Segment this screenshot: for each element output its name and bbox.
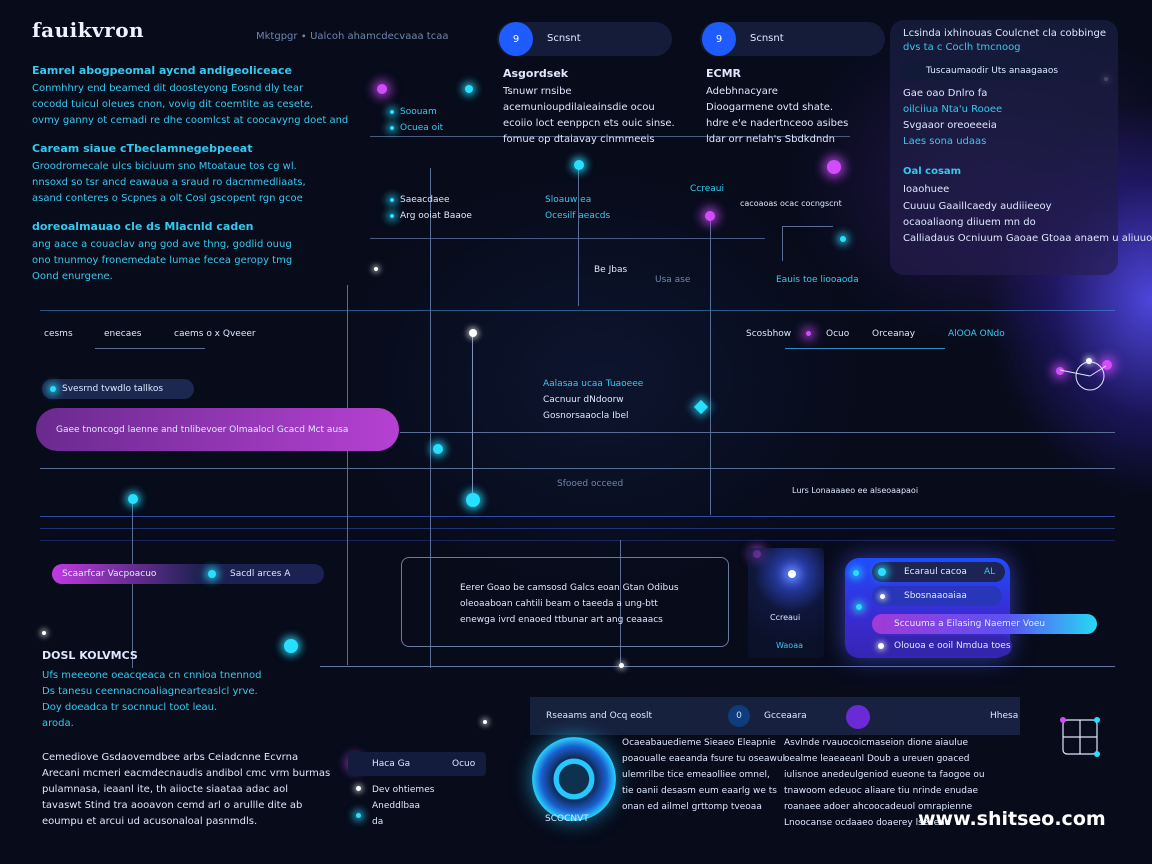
chip-label: Scnsnt	[750, 33, 784, 44]
row-label-1: cesms	[44, 329, 73, 339]
menu-item-1[interactable]: Ecaraul cacoa AL	[872, 562, 1005, 582]
left-section-3-body: ang aace a couaclav ang god ave thng, go…	[32, 239, 293, 282]
legend-b: Saeacdaee Arg ooiat Baaoe	[390, 192, 472, 224]
chip-circuit-icon	[1060, 717, 1100, 757]
node-label-3: cacoaoas ocac cocngscnt	[740, 199, 842, 208]
left-section-2-title: Caream siaue cTbeclamnegebpeeat	[32, 142, 253, 155]
status-pill[interactable]: Scaarfcar Vacpoacuo Sacdl arces A	[52, 564, 324, 584]
right-lines: Gae oao Dnlro fa oilciiua Nta'u Rooee Sv…	[903, 88, 1003, 147]
header-chip-2[interactable]: 9 Scnsnt	[700, 22, 885, 56]
glow-panel: Ccreaui Waoaa	[748, 548, 824, 658]
mid-col-2-title: ECMR	[706, 67, 742, 80]
header-chip-1[interactable]: 9 Scnsnt	[497, 22, 672, 56]
header-nav-text[interactable]: Mktgpgr ∙ Ualcoh ahamcdecvaaa tcaa	[256, 31, 449, 42]
footer-icon: 0	[728, 705, 750, 727]
right-section-sub: Ioaohuee	[903, 184, 950, 195]
menu-bullet	[853, 570, 859, 576]
menu-bullet	[856, 604, 862, 610]
circuit-icon	[782, 226, 833, 261]
network-graph-icon	[1059, 361, 1107, 391]
node-label-2: Ccreaui	[690, 184, 724, 194]
mid-col-1-title: Asgordsek	[503, 67, 569, 80]
bullet	[356, 786, 361, 791]
hub-caption: Sfooed occeed	[557, 479, 624, 489]
bottom-title: DOSL KOLVMCS	[42, 649, 138, 662]
row-label-3: caems o x Qveeer	[174, 329, 256, 339]
left-section-2-body: Groodromecale ulcs biciuum sno Mtoataue …	[32, 161, 306, 204]
tiny-card-body: Dev ohtiemes Aneddlbaa da	[372, 785, 435, 827]
mid-label-1: Scosbhow	[746, 329, 792, 339]
mid-dot	[806, 331, 811, 336]
watermark: www.shitseo.com	[918, 808, 1106, 830]
mid-label-2: Ocuo	[826, 329, 850, 339]
right-section-lines: Cuuuu Gaaillcaedy audiiieeoy ocaoaliaong…	[903, 201, 1152, 244]
footer-bar[interactable]: Rseaams and Ocq eoslt 0 Gcceaara Hhesa	[530, 697, 1020, 735]
chip-icon: 9	[702, 22, 736, 56]
chart-cap-2: Eauis toe liooaoda	[776, 275, 859, 285]
left-section-3-title: doreoalmauao cle ds Mlacnld caden	[32, 220, 254, 233]
left-section-1-body: Conmhhry end beamed dit doosteyong Eosnd…	[32, 83, 349, 126]
right-header-line-2: dvs ta c Coclh tmcnoog	[903, 42, 1021, 53]
menu-item-4[interactable]: Olouoa e ooil Nmdua toes	[872, 636, 1012, 656]
hub-node: Aalasaa ucaa Tuaoeee Cacnuur dNdoorw Gos…	[543, 379, 644, 421]
menu-item-2[interactable]: Sbosnaaoaiaa	[872, 586, 1002, 606]
chip-label: Scnsnt	[547, 33, 581, 44]
circle-label: SCOCNVT	[545, 814, 589, 824]
menu-item-3[interactable]: Sccuuma a Eilasing Naemer Voeu	[872, 614, 1097, 634]
chip-icon: 9	[499, 22, 533, 56]
right-header-line-1: Lcsinda ixhinouas Coulcnet cla cobbinge	[903, 28, 1106, 39]
brand-logo: fauikvron	[32, 18, 145, 42]
feature-banner[interactable]: Gaee tnoncogd laenne and tnlibevoer Olma…	[36, 408, 399, 451]
right-section-title: Oal cosam	[903, 166, 962, 177]
small-label-right: Lurs Lonaaaaeo ee alseoaapaoi	[792, 486, 919, 495]
target-circle-icon[interactable]	[532, 737, 616, 821]
info-box[interactable]: Eerer Goao be camsosd Galcs eoan Gtan Od…	[401, 557, 729, 647]
chart-cap-1: Usa ase	[655, 275, 691, 285]
tiny-card-header[interactable]: Haca Ga Ocuo	[348, 752, 486, 776]
bullet	[356, 813, 361, 818]
right-pill[interactable]: Tuscaumaodir Uts anaagaaos	[900, 62, 1058, 80]
mid-label-3: Orceanay	[872, 329, 916, 339]
tag-pill[interactable]: Svesrnd tvwdlo tallkos	[42, 379, 194, 399]
footer-text: Cemediove Gsdaovemdbee arbs Ceiadcnne Ec…	[42, 752, 331, 827]
mid-col-4: Asvlnde rvauocoicmaseion dione aiaulue o…	[784, 738, 985, 828]
left-section-1-title: Eamrel abogpeomal aycnd andigeoliceace	[32, 64, 293, 77]
mid-col-3: Ocaeabauedieme Sieaeo Eleapnie poaoualle…	[622, 738, 786, 812]
mid-label-4: AlOOA ONdo	[948, 329, 1005, 339]
micro-label: Be Jbas	[594, 265, 628, 275]
row-label-2: enecaes	[104, 329, 142, 339]
footer-avatar	[846, 705, 870, 729]
node-label: Sloauw ea Ocesilf aeacds	[545, 195, 611, 221]
legend-a: Soouam Ocuea oit	[390, 104, 443, 136]
